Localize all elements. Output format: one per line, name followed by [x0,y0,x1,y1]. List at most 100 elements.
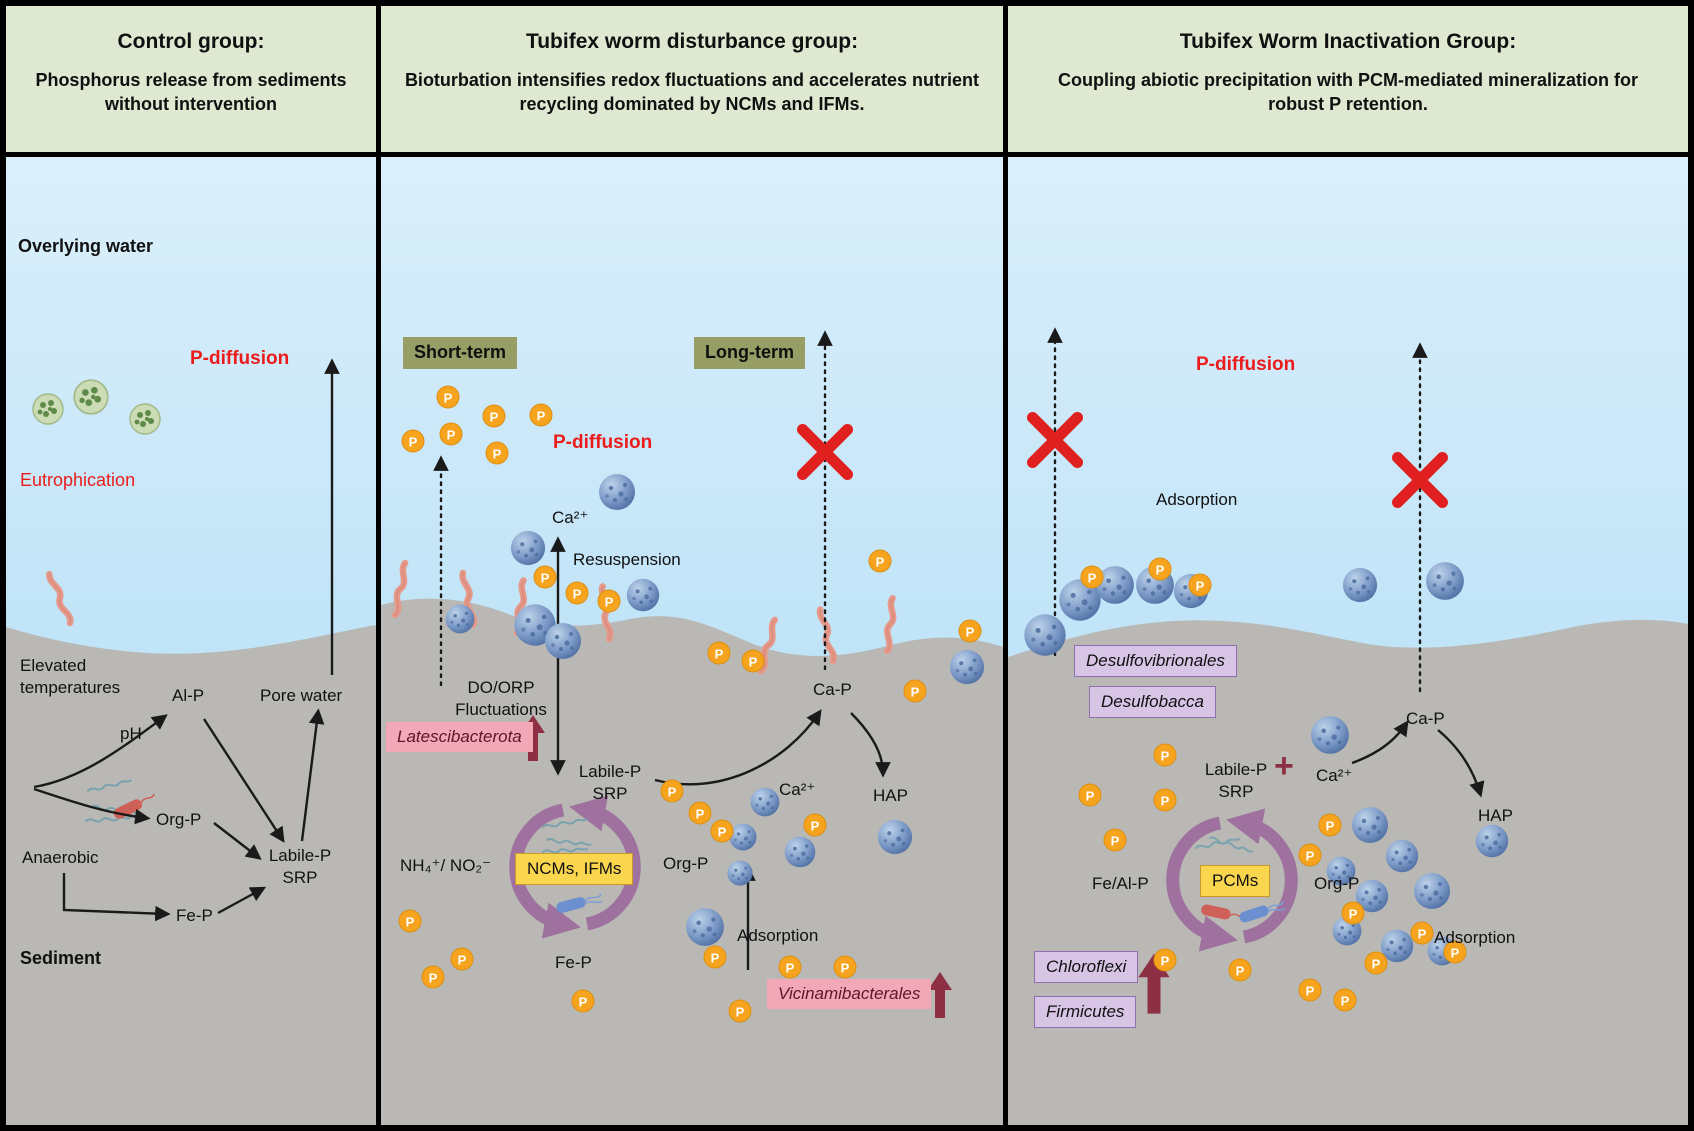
mineral-sphere-icon [784,836,816,868]
pore-water-label: Pore water [260,686,343,705]
arrow-al-p-to-labile [202,718,285,843]
p-coin-icon [1341,901,1365,925]
arrow-org-p-to-labile [213,822,262,860]
p-coin-icon [597,589,621,613]
panel-subtitle: Phosphorus release from sediments withou… [35,70,347,115]
mineral-sphere-icon [445,604,475,634]
mineral-sphere-icon [1426,562,1464,600]
adsorption-label: Adsorption [737,926,819,945]
panel-subtitle: Coupling abiotic precipitation with PCM-… [1057,70,1639,115]
hap-label: HAP [1478,806,1513,825]
overlying-water-label: Overlying water [18,236,154,256]
labile-p-srp-label: Labile-P SRP [578,762,642,804]
mineral-sphere-icon [727,860,753,886]
anaerobic-label: Anaerobic [22,848,99,867]
latescibacterota-badge: Latescibacterota [386,722,533,753]
p-coin-icon [1153,948,1177,972]
p-coin-icon [868,549,892,573]
p-coin-icon [707,641,731,665]
p-coin-icon [1103,828,1127,852]
firmicutes-badge: Firmicutes [1034,996,1137,1029]
mineral-sphere-icon [750,787,780,817]
p-coin-icon [833,955,857,979]
pcms-badge: PCMs [1200,865,1271,898]
chloroflexi-badge: Chloroflexi [1034,951,1139,984]
ph-label: pH [120,724,142,743]
panel-header-inactivation: Tubifex Worm Inactivation Group: Couplin… [1008,6,1688,152]
mineral-sphere-icon [1475,824,1509,858]
mineral-sphere-icon [729,823,757,851]
scene-inactivation: P-diffusion Adsorption Desulfovibrionale… [1008,157,1688,1125]
org-p-label: Org-P [663,854,709,873]
plus-symbol: + [1274,747,1294,785]
p-coin-icon [1364,951,1388,975]
labile-p-srp-label: Labile-P SRP [1204,760,1268,802]
mineral-sphere-icon [1342,567,1378,603]
mineral-sphere-icon [1352,807,1388,843]
p-coin-icon [710,819,734,843]
vicinamibacterales-badge: Vicinamibacterales [767,979,932,1010]
mineral-sphere-icon [949,649,985,685]
desulfobacca-badge: Desulfobacca [1089,686,1217,719]
p-coin-icon [401,429,425,453]
p-diffusion-label: P-diffusion [553,432,653,453]
p-coin-icon [778,955,802,979]
p-coin-icon [1153,743,1177,767]
p-coin-icon [1078,783,1102,807]
algae-icon [32,393,64,425]
scene-graphics [6,157,376,1125]
p-coin-icon [741,649,765,673]
p-coin-icon [1318,813,1342,837]
scene-disturbance: Short-term Long-term P-diffusion Ca²⁺ Re… [381,157,1003,1125]
desulfovibrionales-badge: Desulfovibrionales [1074,645,1237,678]
mineral-sphere-icon [1385,839,1419,873]
ca2-label: Ca²⁺ [779,780,816,799]
ca-p-label: Ca-P [813,680,852,699]
fe-al-p-label: Fe/Al-P [1092,874,1149,893]
arrow-fe-p-to-labile [217,886,267,915]
panel-title: Tubifex worm disturbance group: [525,30,859,53]
p-coin-icon [565,581,589,605]
p-coin-icon [703,945,727,969]
mineral-sphere-icon [1311,716,1349,754]
mineral-sphere-icon [686,908,724,946]
p-coin-icon [660,779,684,803]
p-coin-icon [398,909,422,933]
fe-p-label: Fe-P [555,953,592,972]
mineral-sphere-icon [1414,873,1450,909]
arrow-to-org-p [33,787,151,825]
mineral-sphere-icon [626,578,660,612]
p-coin-icon [485,441,509,465]
p-coin-icon [903,679,927,703]
p-diffusion-label: P-diffusion [190,348,290,369]
long-term-badge: Long-term [694,337,805,369]
eutrophication-label: Eutrophication [20,470,136,490]
p-coin-icon [529,403,553,427]
org-p-label: Org-P [1314,874,1360,893]
scene-control: Overlying water P-diffusion Eutrophicati… [6,157,376,1125]
arrow-ca-p-to-hap [850,712,891,778]
p-coin-icon [1410,921,1434,945]
p-coin-icon [1333,988,1357,1012]
arrow-ca-p-to-hap [1437,729,1485,798]
mineral-sphere-icon [1024,614,1066,656]
p-coin-icon [688,801,712,825]
panel-subtitle: Bioturbation intensifies redox fluctuati… [404,70,980,115]
arrow-ca2-to-ca-p [1351,720,1409,765]
p-coin-icon [1188,573,1212,597]
resuspension-label: Resuspension [573,550,681,569]
ca2-label: Ca²⁺ [1316,766,1353,785]
p-coin-icon [1153,788,1177,812]
panel-header-control: Control group: Phosphorus release from s… [6,6,376,152]
ca-p-label: Ca-P [1406,709,1445,728]
hap-label: HAP [873,786,908,805]
panel-title: Tubifex Worm Inactivation Group: [1179,30,1517,53]
p-coin-icon [482,404,506,428]
p-diffusion-label: P-diffusion [1196,354,1296,375]
panel-header-disturbance: Tubifex worm disturbance group: Bioturba… [381,6,1003,152]
panel-disturbance: Tubifex worm disturbance group: Bioturba… [381,6,1003,1125]
p-coin-icon [1298,978,1322,1002]
arrow-labile-to-pore-water [300,708,325,842]
p-coin-icon [1298,843,1322,867]
